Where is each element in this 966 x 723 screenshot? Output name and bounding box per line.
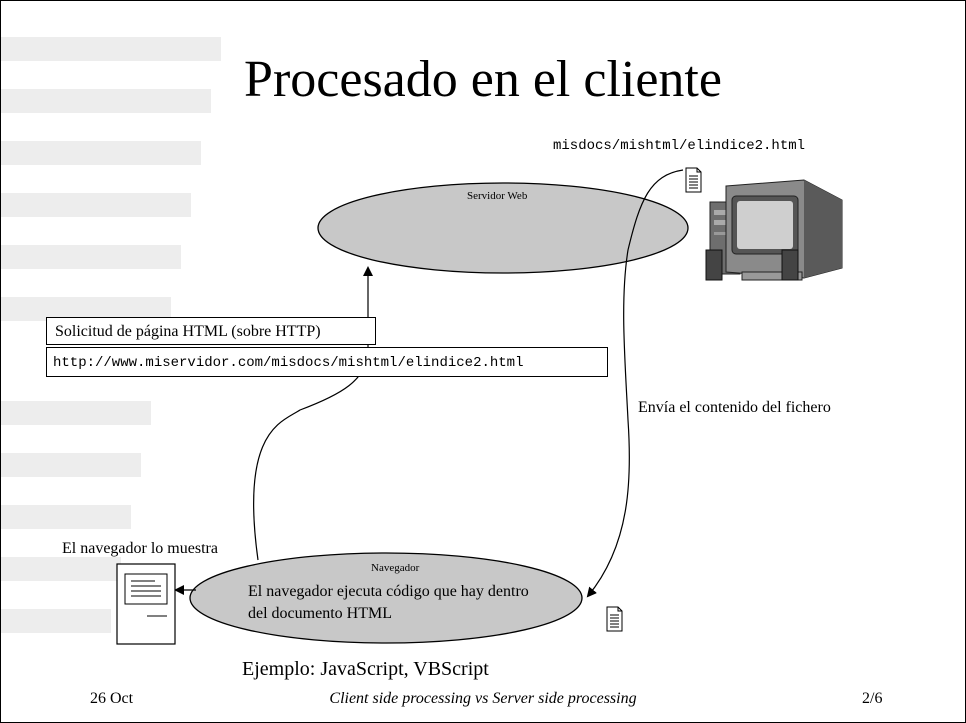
footer-date: 26 Oct: [90, 690, 134, 707]
document-icon: [606, 606, 623, 632]
example-text: Ejemplo: JavaScript, VBScript: [242, 658, 489, 680]
browser-ellipse: [189, 552, 583, 644]
rendered-page-icon: [116, 563, 176, 645]
response-arrow: [586, 169, 684, 598]
server-label: Servidor Web: [467, 190, 528, 202]
computer-icon: [705, 179, 843, 281]
request-arrow: [253, 266, 373, 561]
slide-title: Procesado en el cliente: [244, 51, 722, 108]
page-number: 2/6: [862, 690, 883, 707]
send-label: Envía el contenido del fichero: [638, 399, 831, 416]
display-label: El navegador lo muestra: [62, 540, 218, 557]
server-ellipse: [317, 182, 689, 274]
document-icon: [685, 167, 702, 193]
footer-title: Client side processing vs Server side pr…: [329, 690, 637, 707]
request-label: Solicitud de página HTML (sobre HTTP): [46, 317, 376, 345]
file-path: misdocs/mishtml/elindice2.html: [553, 138, 806, 154]
request-url: http://www.miservidor.com/misdocs/mishtm…: [46, 347, 608, 377]
browser-label: Navegador: [371, 562, 420, 574]
execute-text: El navegador ejecuta código que hay dent…: [248, 583, 529, 622]
